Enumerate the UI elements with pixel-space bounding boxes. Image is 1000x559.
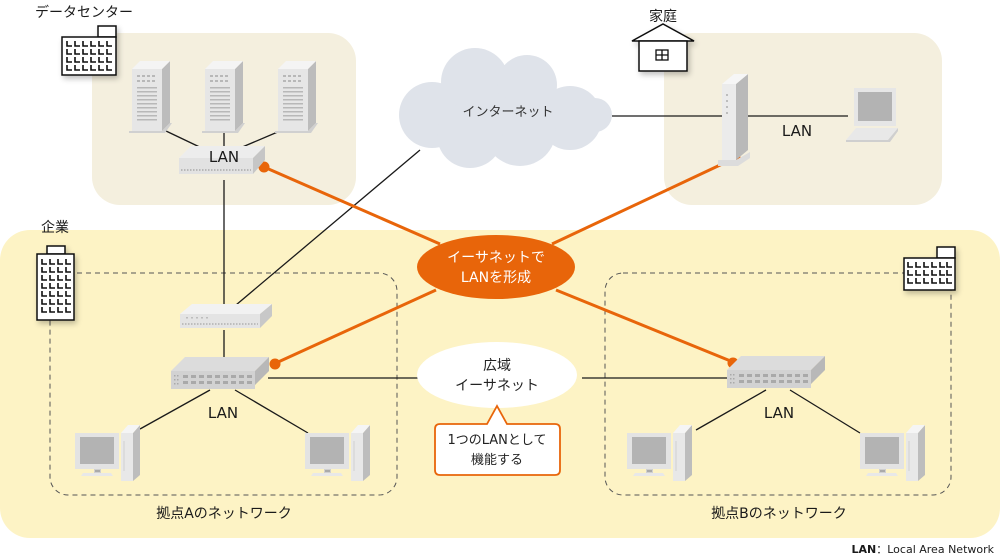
house-icon — [631, 23, 695, 72]
server-icon — [202, 61, 245, 133]
callout-bubble — [434, 404, 561, 476]
router-icon — [179, 303, 273, 329]
site-a-label: 拠点Aのネットワーク — [156, 506, 292, 522]
server-icon — [129, 61, 172, 133]
building-icon — [61, 25, 117, 76]
home-zone — [664, 33, 942, 205]
site-b-lan-label: LAN — [764, 404, 794, 422]
ethernet-links — [263, 156, 736, 365]
home-label: 家庭 — [649, 8, 677, 25]
site-b-label: 拠点Bのネットワーク — [711, 506, 847, 522]
callout-line2: 機能する — [471, 453, 523, 468]
laptop-icon — [846, 88, 898, 142]
site-a-lan-label: LAN — [208, 404, 238, 422]
building-icon — [903, 246, 956, 291]
footnote: LAN：Local Area Network — [852, 543, 995, 556]
ethernet-lan-badge — [417, 235, 575, 299]
endpoint-dot — [269, 358, 281, 370]
enterprise-label: 企業 — [41, 219, 69, 236]
datacenter-lan-label: LAN — [209, 148, 239, 166]
ethernet-lan-line2: LANを形成 — [461, 270, 531, 286]
site-b-boundary — [604, 272, 952, 496]
wifi-router-icon — [718, 74, 750, 166]
datacenter-label: データセンター — [35, 4, 133, 21]
wide-ethernet-line2: イーサネット — [455, 378, 539, 394]
cloud-icon — [399, 48, 612, 168]
switch-icon — [727, 356, 825, 388]
footnote-abbr: LAN — [852, 543, 877, 556]
switch-icon — [179, 146, 265, 174]
callout-line1: 1つのLANとして — [447, 433, 546, 448]
footnote-separator: ： — [876, 543, 887, 556]
wired-links — [139, 115, 861, 434]
wide-ethernet-badge — [417, 342, 577, 408]
wide-ethernet-line1: 広域 — [483, 358, 511, 374]
server-icon — [275, 61, 318, 133]
internet-label: インターネット — [462, 105, 553, 120]
switch-icon — [171, 357, 269, 389]
ethernet-lan-line1: イーサネットで — [447, 250, 545, 266]
building-icon — [36, 245, 75, 321]
home-lan-label: LAN — [782, 122, 812, 140]
footnote-expansion: Local Area Network — [887, 543, 994, 556]
